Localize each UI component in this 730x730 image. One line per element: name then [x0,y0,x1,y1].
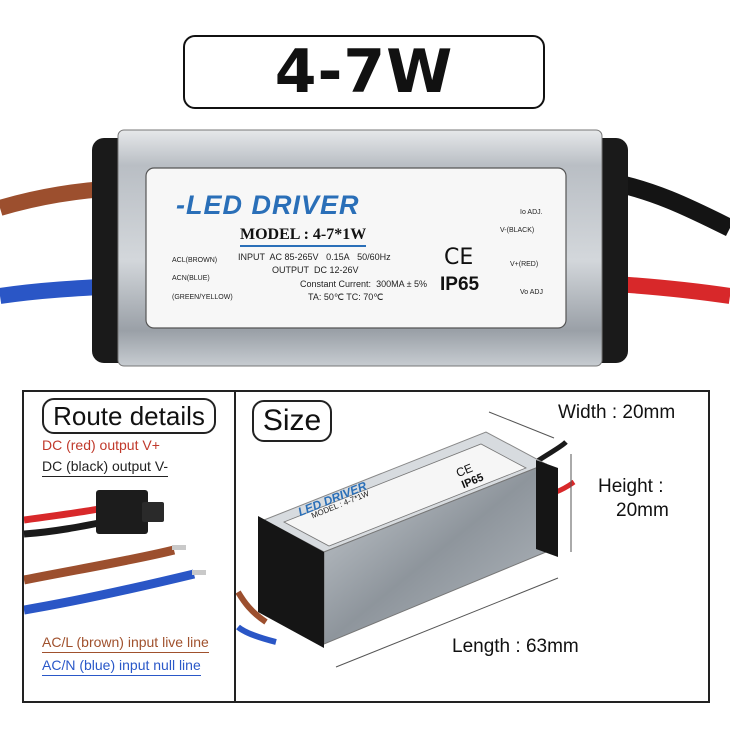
pin-left-3: (GREEN/YELLOW) [172,294,233,301]
label-temps: TA: 50℃ TC: 70℃ [308,292,384,302]
main-product-image [0,129,730,367]
current-value: 300MA ± 5% [376,279,428,289]
pin-right-4: Vo ADJ [520,289,543,296]
input-spec: AC 85-265V [269,252,319,262]
output-spec: DC 12-26V [314,265,359,275]
input-label: INPUT [238,252,265,262]
page-title: 4-7W [274,37,454,107]
route-panel [22,390,236,703]
size-height-label: Height : [598,476,664,497]
label-output-line: OUTPUT DC 12-26V [272,265,359,275]
route-dc-black: DC (black) output V- [42,458,169,477]
input-current: 0.15A [326,252,350,262]
pin-right-1: Io ADJ. [520,209,543,216]
pin-left-2: ACN(BLUE) [172,275,210,282]
size-product-image [236,411,576,668]
label-brand: -LED DRIVER [176,190,360,220]
pin-right-3: V+(RED) [510,261,539,268]
input-freq: 50/60Hz [357,252,391,262]
title-pill: 4-7W [183,35,545,109]
size-height-value: 20mm [616,500,669,521]
route-title: Route details [42,398,216,434]
label-current-line: Constant Current: 300MA ± 5% [300,279,427,289]
pin-right-2: V-(BLACK) [500,227,535,234]
route-ac-blue: AC/N (blue) input null line [42,657,201,676]
ce-mark: CE [444,245,474,270]
output-label: OUTPUT [272,265,309,275]
route-wires-image [24,490,206,615]
size-title: Size [252,400,332,442]
label-model: MODEL : 4-7*1W [240,226,367,247]
label-input-line: INPUT AC 85-265V 0.15A 50/60Hz [238,252,391,262]
constant-current-label: Constant Current: [300,279,372,289]
size-length: Length : 63mm [452,636,579,657]
pin-left-1: ACL(BROWN) [172,257,218,264]
size-title-text: Size [262,404,322,437]
size-width: Width : 20mm [558,402,676,423]
route-dc-red: DC (red) output V+ [42,437,160,453]
ip-rating: IP65 [440,274,480,295]
route-ac-brown: AC/L (brown) input live line [42,634,209,653]
route-title-text: Route details [53,400,205,431]
